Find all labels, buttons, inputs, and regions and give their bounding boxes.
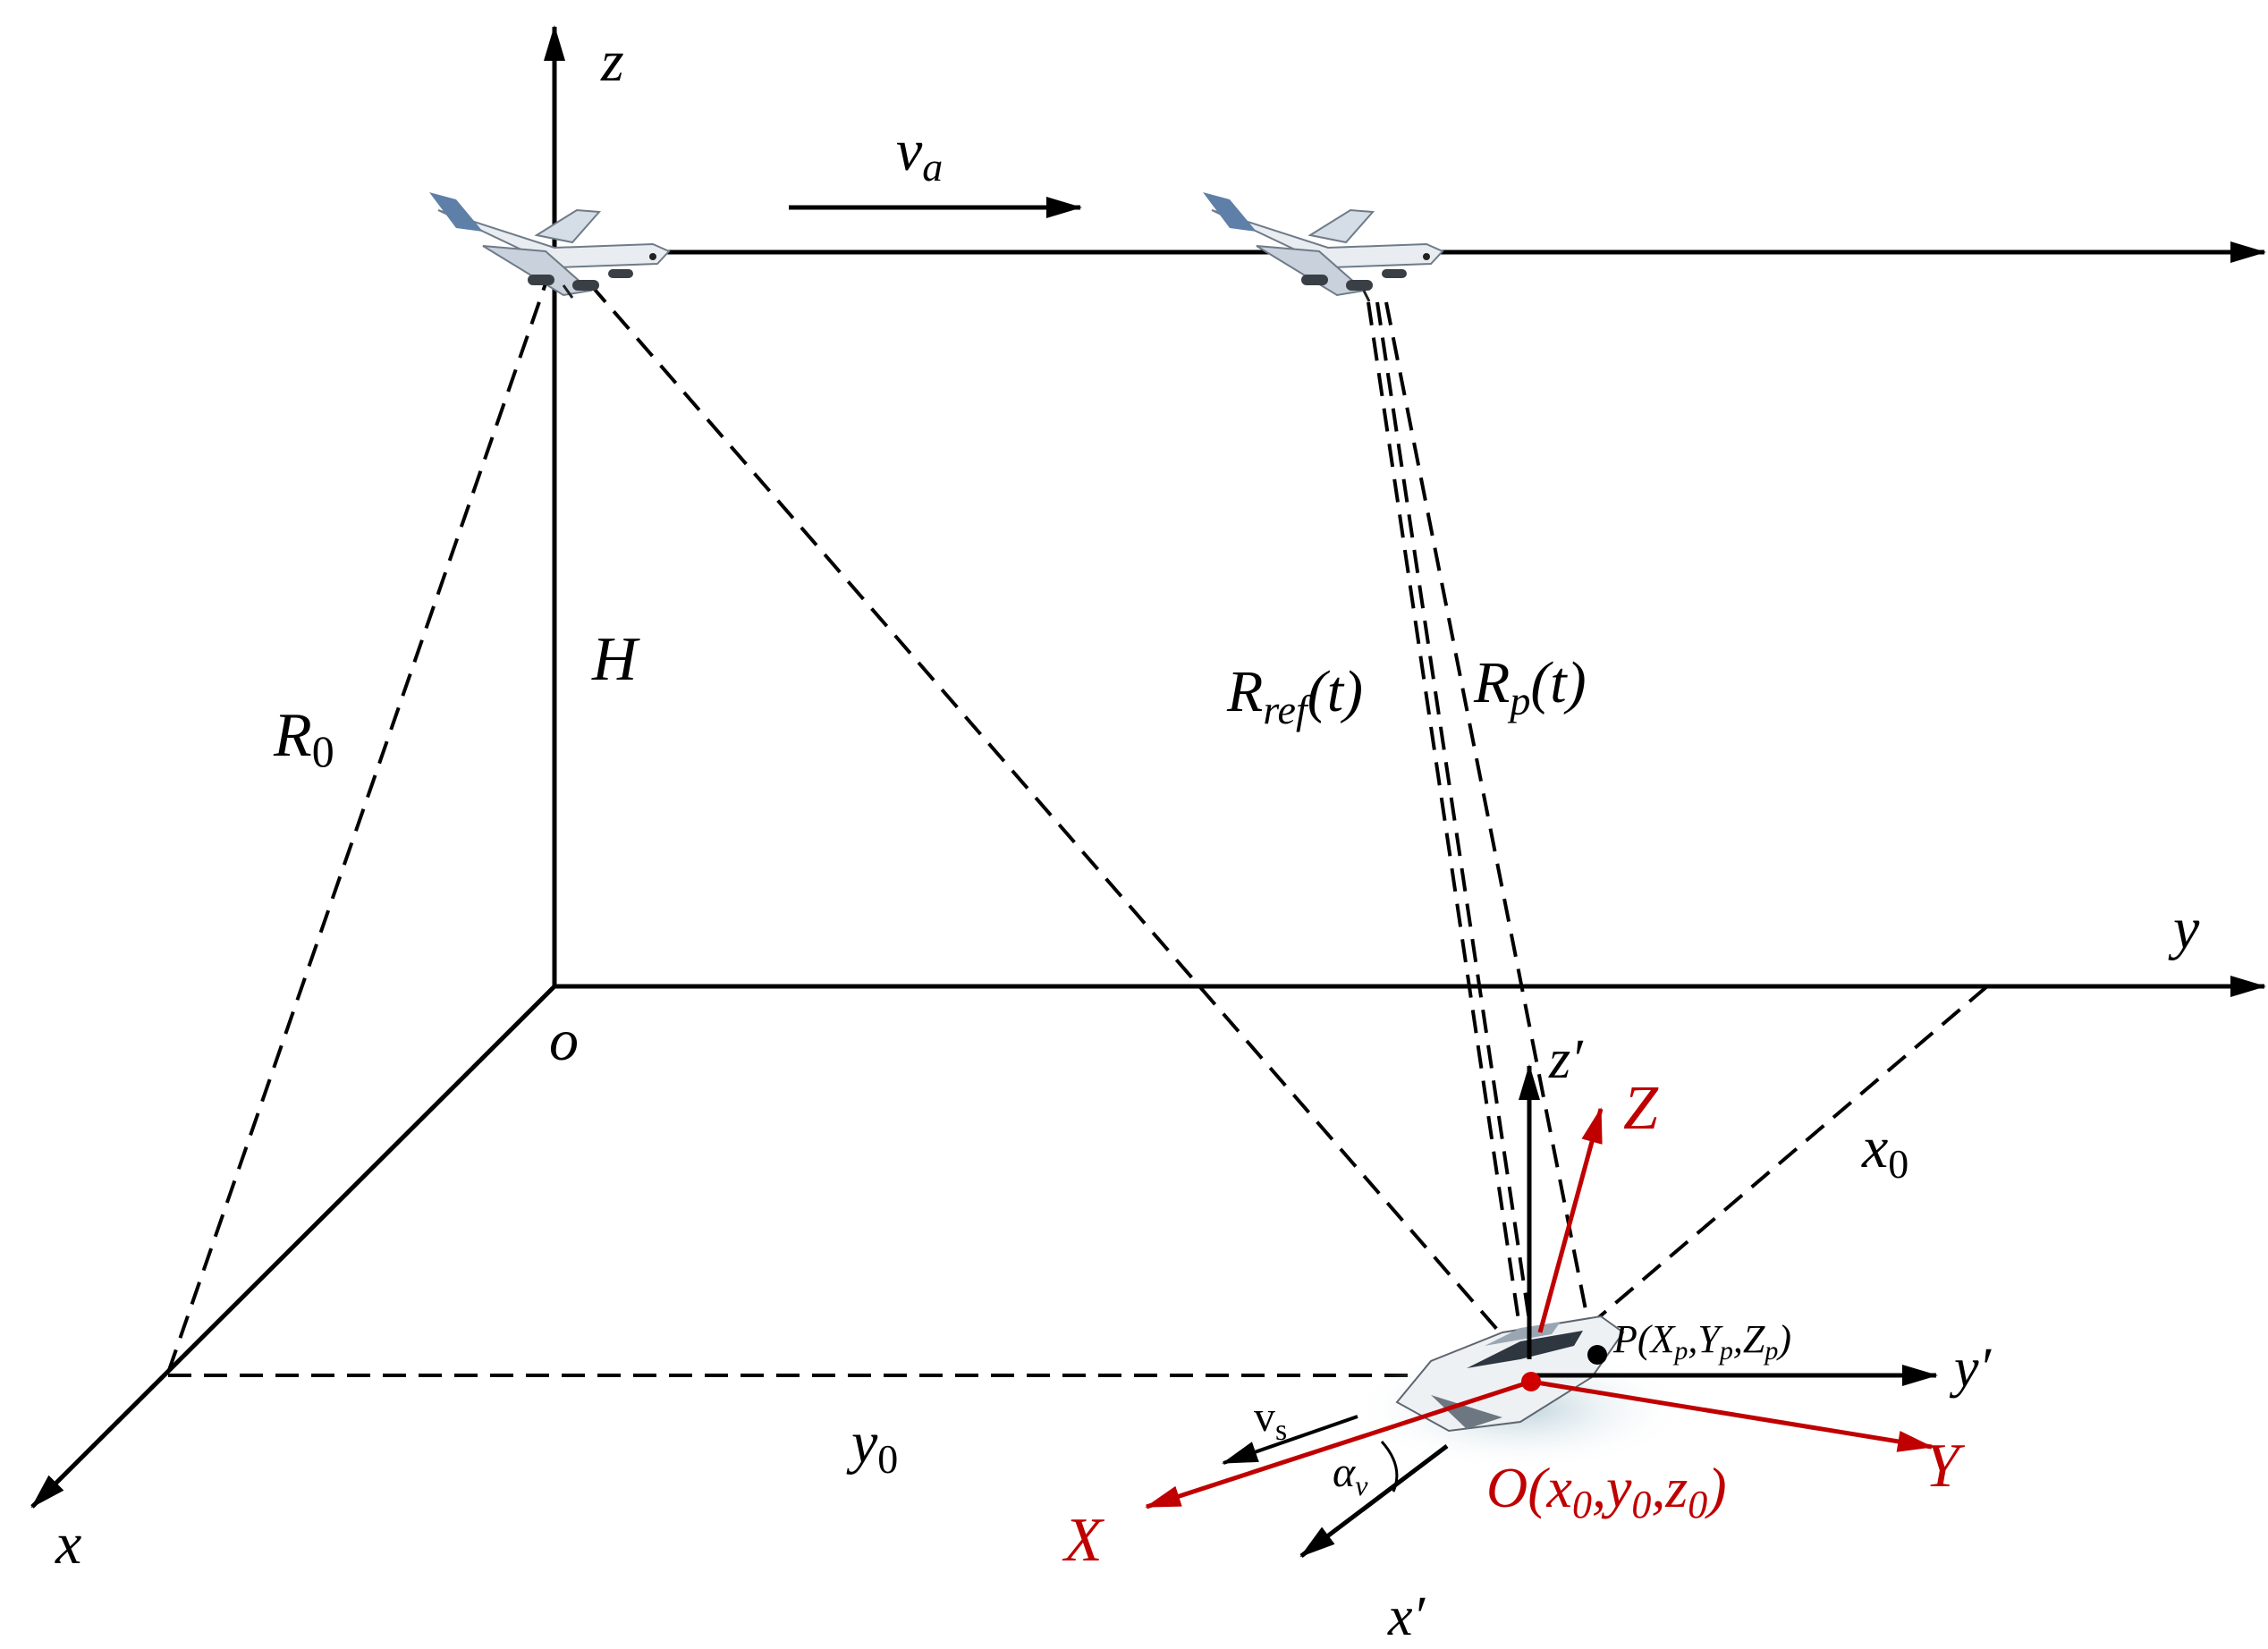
alpha-v-arc — [1380, 1441, 1399, 1493]
R0-line — [166, 267, 553, 1374]
Y-axis-label: Y — [1925, 1432, 1966, 1501]
x-prime-axis — [1299, 1444, 1449, 1558]
slant-range-line — [588, 283, 1513, 1348]
X-axis-label: X — [1062, 1506, 1105, 1575]
scatterer-point — [1587, 1345, 1607, 1365]
origin-label: o — [549, 1008, 579, 1073]
Rp-line — [1384, 301, 1595, 1351]
airplane-icon — [1203, 192, 1444, 302]
vs-label: vs — [1254, 1393, 1287, 1447]
R0-label: R0 — [273, 701, 334, 776]
vs-arrow — [1222, 1415, 1358, 1465]
height-label: H — [591, 625, 640, 694]
x-prime-label: x′ — [1387, 1586, 1426, 1647]
X-axis-target — [1145, 1379, 1532, 1509]
va-label: va — [896, 118, 943, 190]
Rref-label: Rref(t) — [1226, 659, 1363, 732]
x0-label: x0 — [1861, 1115, 1908, 1187]
Rref-line-outer — [1367, 301, 1522, 1333]
y-prime-label: y′ — [1949, 1338, 1993, 1399]
Rref-line-inner — [1375, 301, 1533, 1333]
z-prime-label: z′ — [1548, 1029, 1584, 1090]
Y-axis-target — [1530, 1379, 1934, 1452]
dashed-lines — [166, 267, 1989, 1377]
Rp-label: Rp(t) — [1473, 650, 1587, 723]
y0-label: y0 — [846, 1410, 898, 1482]
target-center-label: O(x0,y0,z0) — [1486, 1456, 1727, 1526]
y-axis-label: y — [2168, 896, 2200, 961]
z-axis-label: z — [600, 29, 624, 94]
Z-axis-label: Z — [1623, 1074, 1659, 1143]
target-center-point — [1521, 1372, 1541, 1391]
x0-line — [1592, 985, 1989, 1323]
x-axis-label: x — [55, 1511, 81, 1577]
scatterer-label: P(Xp,Yp,Zp) — [1612, 1317, 1791, 1366]
alpha-v-label: αv — [1333, 1449, 1368, 1501]
Z-axis-target — [1537, 1107, 1604, 1333]
x-axis — [30, 985, 556, 1509]
airplane-icon — [429, 192, 671, 299]
